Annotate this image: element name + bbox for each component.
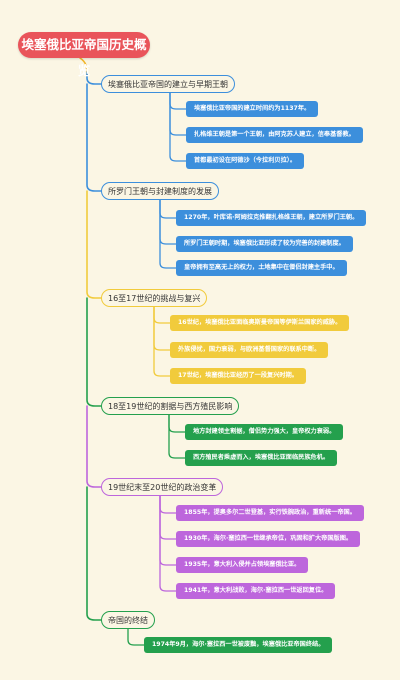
section-1-item-3[interactable]: 首都最初设在阿德沙（今拉利贝拉）。 [186, 153, 305, 169]
section-3-item-1[interactable]: 16世纪，埃塞俄比亚面临奥斯曼帝国等伊斯兰国家的威胁。 [170, 315, 350, 331]
section-2-item-2[interactable]: 所罗门王朝时期，埃塞俄比亚形成了较为完善的封建制度。 [176, 236, 353, 252]
section-connector [86, 83, 102, 192]
section-2[interactable]: 所罗门王朝与封建制度的发展 [101, 182, 219, 200]
section-6[interactable]: 帝国的终结 [101, 611, 155, 629]
section-5[interactable]: 19世纪末至20世纪的政治变革 [101, 478, 224, 496]
leaf-connector [168, 414, 186, 459]
leaf-connector [153, 306, 171, 324]
section-4-item-1[interactable]: 地方封建领主割据，僧侣势力强大，皇帝权力衰弱。 [185, 424, 344, 440]
section-1-item-2[interactable]: 扎格维王朝是第一个王朝，由阿克苏人建立，信奉基督教。 [186, 127, 363, 143]
section-connector [86, 405, 102, 488]
section-1[interactable]: 埃塞俄比亚帝国的建立与早期王朝 [101, 75, 235, 93]
section-3[interactable]: 16至17世纪的挑战与复兴 [101, 289, 208, 307]
leaf-connector [153, 306, 171, 351]
root-topic[interactable]: 埃塞俄比亚帝国历史概览 [18, 32, 150, 78]
leaf-connector [159, 495, 177, 566]
section-connector [86, 190, 102, 299]
section-5-item-1[interactable]: 1855年，提奥多尔二世登基，实行铁腕政治，重新统一帝国。 [176, 505, 364, 521]
section-2-item-1[interactable]: 1270年，叶库诺·阿姆拉克推翻扎格维王朝，建立所罗门王朝。 [176, 210, 367, 226]
section-3-item-3[interactable]: 17世纪，埃塞俄比亚经历了一段复兴时期。 [170, 368, 306, 384]
section-5-item-4[interactable]: 1941年，意大利战败，海尔·塞拉西一世返回复位。 [176, 583, 336, 599]
section-connector [86, 71, 102, 85]
leaf-connector [159, 495, 177, 540]
leaf-connector [159, 199, 177, 219]
leaf-connector [159, 495, 177, 592]
leaf-connector [127, 628, 145, 646]
leaf-connector [159, 199, 177, 245]
section-2-item-3[interactable]: 皇帝拥有至高无上的权力，土地集中在僧侣封建主手中。 [176, 260, 347, 276]
leaf-connector [169, 92, 187, 110]
section-3-item-2[interactable]: 外族侵扰，国力衰弱，与欧洲基督国家的联系中断。 [170, 342, 329, 358]
section-5-item-2[interactable]: 1930年，海尔·塞拉西一世继承帝位，巩固和扩大帝国版图。 [176, 531, 361, 547]
leaf-connector [159, 199, 177, 269]
section-1-item-1[interactable]: 埃塞俄比亚帝国的建立时间约为1137年。 [186, 101, 319, 117]
section-4-item-2[interactable]: 西方殖民者乘虚而入，埃塞俄比亚面临民族危机。 [185, 450, 338, 466]
section-4[interactable]: 18至19世纪的割据与西方殖民影响 [101, 397, 240, 415]
leaf-connector [169, 92, 187, 136]
leaf-connector [159, 495, 177, 514]
section-connector [86, 486, 102, 621]
leaf-connector [169, 92, 187, 162]
section-6-item-1[interactable]: 1974年9月，海尔·塞拉西一世被废黜，埃塞俄比亚帝国终结。 [144, 637, 333, 653]
leaf-connector [153, 306, 171, 377]
section-connector [86, 297, 102, 407]
leaf-connector [168, 414, 186, 433]
section-5-item-3[interactable]: 1935年，意大利入侵并占领埃塞俄比亚。 [176, 557, 309, 573]
